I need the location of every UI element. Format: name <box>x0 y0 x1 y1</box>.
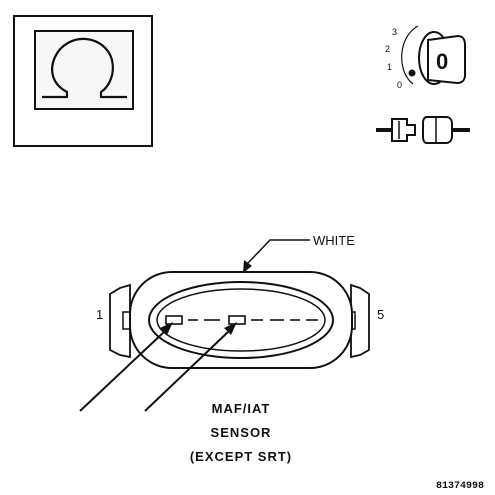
pin-cavity-3 <box>228 315 246 325</box>
key-position-arc <box>401 25 419 85</box>
key-head <box>427 34 466 85</box>
connector-icon-female-half <box>422 116 453 144</box>
pin-label-right: 5 <box>377 307 384 322</box>
probe-lead-pin-1 <box>79 331 165 412</box>
caption-line-2: SENSOR <box>211 425 272 440</box>
probe-tip-pin-3 <box>224 322 237 335</box>
connector-color-label: WHITE <box>313 233 355 248</box>
callout-leader-line <box>246 239 310 265</box>
key-position-2: 2 <box>385 44 390 54</box>
callout-arrowhead <box>243 260 252 273</box>
connector-latch-right <box>350 283 370 359</box>
connector-icon-male-half <box>391 118 416 142</box>
probe-lead-pin-3 <box>144 331 229 412</box>
caption-line-1: MAF/IAT <box>212 401 271 416</box>
key-position-0: 0 <box>397 80 402 90</box>
maf-iat-connector <box>109 271 370 369</box>
caption-line-3: (EXCEPT SRT) <box>190 449 292 464</box>
ohm-icon <box>42 37 127 99</box>
connector-callout: WHITE <box>243 233 355 273</box>
key-position-3: 3 <box>392 27 397 37</box>
ohm-symbol-panel <box>13 15 153 147</box>
pin-cavity-1 <box>165 315 183 325</box>
pin-label-left: 1 <box>96 307 103 322</box>
connector-latch-left <box>109 283 131 359</box>
ignition-key-icon: 3 2 1 0 0 <box>385 25 466 90</box>
key-position-1: 1 <box>387 62 392 72</box>
key-position-marker <box>408 69 416 77</box>
meter-probe-leads <box>79 322 237 412</box>
connector-disconnect-icon <box>376 116 470 144</box>
diagram-caption: MAF/IAT SENSOR (EXCEPT SRT) <box>190 401 292 464</box>
figure-id: 81374998 <box>436 481 484 492</box>
probe-tip-pin-1 <box>160 322 173 335</box>
key-glyph: 0 <box>436 49 448 74</box>
